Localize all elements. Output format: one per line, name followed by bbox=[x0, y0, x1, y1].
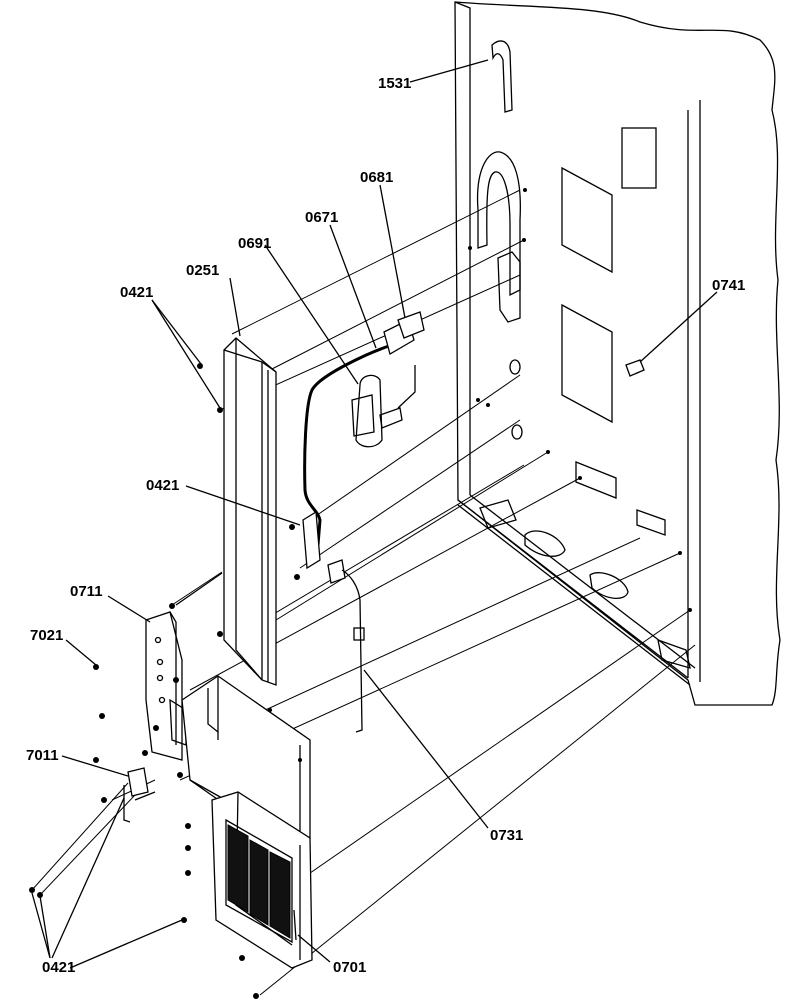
panel-0251 bbox=[223, 337, 277, 686]
screw bbox=[173, 677, 179, 683]
screw bbox=[142, 750, 148, 756]
label-0741: 0741 bbox=[712, 277, 745, 294]
screw bbox=[298, 758, 302, 762]
label-0681: 0681 bbox=[360, 169, 393, 186]
leader-lines bbox=[31, 59, 718, 969]
label-7021: 7021 bbox=[30, 627, 63, 644]
screw bbox=[101, 797, 107, 803]
screw bbox=[289, 524, 295, 530]
screw bbox=[486, 403, 490, 407]
screw bbox=[253, 993, 259, 999]
label-0701: 0701 bbox=[333, 959, 366, 976]
label-1531: 1531 bbox=[378, 75, 411, 92]
screw bbox=[217, 407, 223, 413]
screw bbox=[153, 725, 159, 731]
screw bbox=[185, 845, 191, 851]
screw bbox=[37, 892, 43, 898]
part-labels: 1531 0681 0671 0251 0691 0421 0741 0421 … bbox=[26, 75, 745, 976]
label-0421-bottom: 0421 bbox=[42, 959, 75, 976]
screw bbox=[578, 476, 582, 480]
label-0671: 0671 bbox=[305, 209, 338, 226]
screw bbox=[185, 823, 191, 829]
label-7011: 7011 bbox=[26, 747, 59, 764]
screw bbox=[181, 917, 187, 923]
screw bbox=[93, 757, 99, 763]
screw bbox=[522, 238, 526, 242]
screw bbox=[239, 955, 245, 961]
label-0421-middle: 0421 bbox=[146, 477, 179, 494]
grille-0701 bbox=[211, 791, 313, 969]
screw bbox=[468, 246, 472, 250]
screws bbox=[29, 188, 692, 999]
screw bbox=[99, 713, 105, 719]
label-0251: 0251 bbox=[186, 262, 219, 279]
screw bbox=[268, 708, 272, 712]
screw bbox=[93, 664, 99, 670]
screw bbox=[177, 772, 183, 778]
label-0691: 0691 bbox=[238, 235, 271, 252]
screw bbox=[476, 398, 480, 402]
screw bbox=[546, 450, 550, 454]
screw bbox=[185, 870, 191, 876]
screw bbox=[523, 188, 527, 192]
screw bbox=[688, 608, 692, 612]
screw bbox=[217, 631, 223, 637]
rods bbox=[134, 572, 223, 801]
label-0731: 0731 bbox=[490, 827, 523, 844]
cabinet-back-panel bbox=[454, 1, 781, 706]
screw bbox=[29, 887, 35, 893]
screw bbox=[197, 363, 203, 369]
label-0421-top: 0421 bbox=[120, 284, 153, 301]
bracket-0711 bbox=[145, 611, 187, 761]
screw bbox=[294, 574, 300, 580]
bracket-7011 bbox=[123, 767, 149, 823]
wiring-group bbox=[302, 311, 425, 733]
screw bbox=[678, 551, 682, 555]
label-0711: 0711 bbox=[70, 583, 103, 600]
screw bbox=[169, 603, 175, 609]
